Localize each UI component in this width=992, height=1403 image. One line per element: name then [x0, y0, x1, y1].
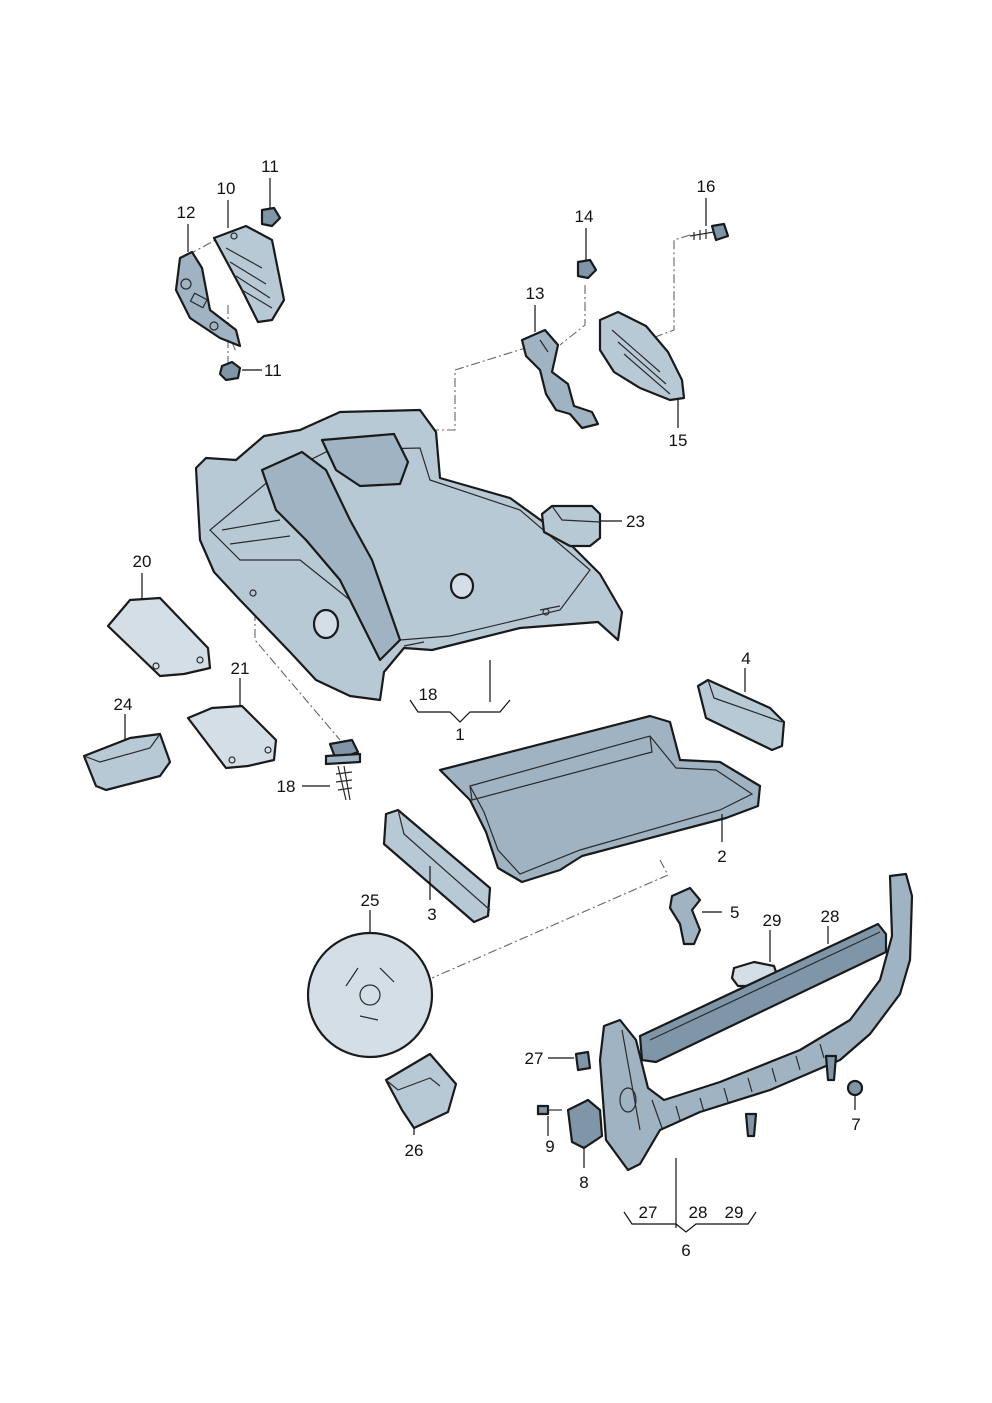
- part-11-nut-top: [260, 206, 282, 228]
- part-26-pad: [384, 1052, 458, 1130]
- part-3-side-trim: [382, 808, 492, 924]
- label-29: 29: [763, 911, 782, 930]
- label-27-group: 27: [639, 1203, 658, 1222]
- part-9-screw: [536, 1104, 562, 1116]
- part-25-wheel-cover: [306, 931, 434, 1059]
- label-5: 5: [730, 903, 739, 922]
- label-25: 25: [361, 891, 380, 910]
- label-6: 6: [681, 1241, 690, 1260]
- label-28-group: 28: [689, 1203, 708, 1222]
- part-14-nut: [576, 258, 598, 280]
- label-23: 23: [626, 512, 645, 531]
- label-27: 27: [525, 1049, 544, 1068]
- part-labels: 11 10 12 11 16 14 13 15 23 20 21 24 18 1…: [114, 157, 861, 1260]
- label-24: 24: [114, 695, 133, 714]
- part-6-rear-trim: [598, 872, 914, 1172]
- part-1-floor-carpet: [194, 408, 624, 702]
- label-16: 16: [697, 177, 716, 196]
- part-21-mat: [186, 704, 278, 770]
- label-26: 26: [405, 1141, 424, 1160]
- label-4: 4: [741, 649, 750, 668]
- label-1: 1: [455, 725, 464, 744]
- part-8-cover: [566, 1098, 604, 1150]
- part-27-clip: [574, 1050, 592, 1072]
- part-16-screw: [689, 222, 730, 242]
- part-23-pad: [540, 504, 602, 548]
- label-18: 18: [277, 777, 296, 796]
- label-14: 14: [575, 207, 594, 226]
- label-8: 8: [579, 1173, 588, 1192]
- label-10: 10: [217, 179, 236, 198]
- label-2: 2: [717, 847, 726, 866]
- part-10-pad: [212, 224, 286, 324]
- part-15-footrest: [598, 310, 686, 402]
- label-12: 12: [177, 203, 196, 222]
- label-28: 28: [821, 907, 840, 926]
- part-20-mat: [106, 596, 212, 678]
- part-24-heel-pad: [82, 732, 172, 792]
- label-3: 3: [427, 905, 436, 924]
- label-7: 7: [851, 1115, 860, 1134]
- leader-lines: [124, 178, 856, 1233]
- label-20: 20: [133, 552, 152, 571]
- label-11-top: 11: [261, 157, 279, 176]
- part-5-clip: [668, 886, 702, 946]
- label-11-bottom: 11: [264, 361, 282, 380]
- part-7-nut: [846, 1079, 864, 1097]
- label-15: 15: [669, 431, 688, 450]
- label-18-group: 18: [419, 685, 438, 704]
- label-29-group: 29: [725, 1203, 744, 1222]
- label-9: 9: [545, 1137, 554, 1156]
- part-4-side-pad: [696, 678, 786, 752]
- label-21: 21: [231, 659, 250, 678]
- label-13: 13: [526, 284, 545, 303]
- part-2-cargo-floor: [438, 714, 762, 884]
- part-12-bracket: [174, 250, 242, 348]
- part-13-bracket: [520, 328, 600, 430]
- part-11-nut-bottom: [218, 360, 242, 382]
- part-18-clip: [324, 738, 362, 801]
